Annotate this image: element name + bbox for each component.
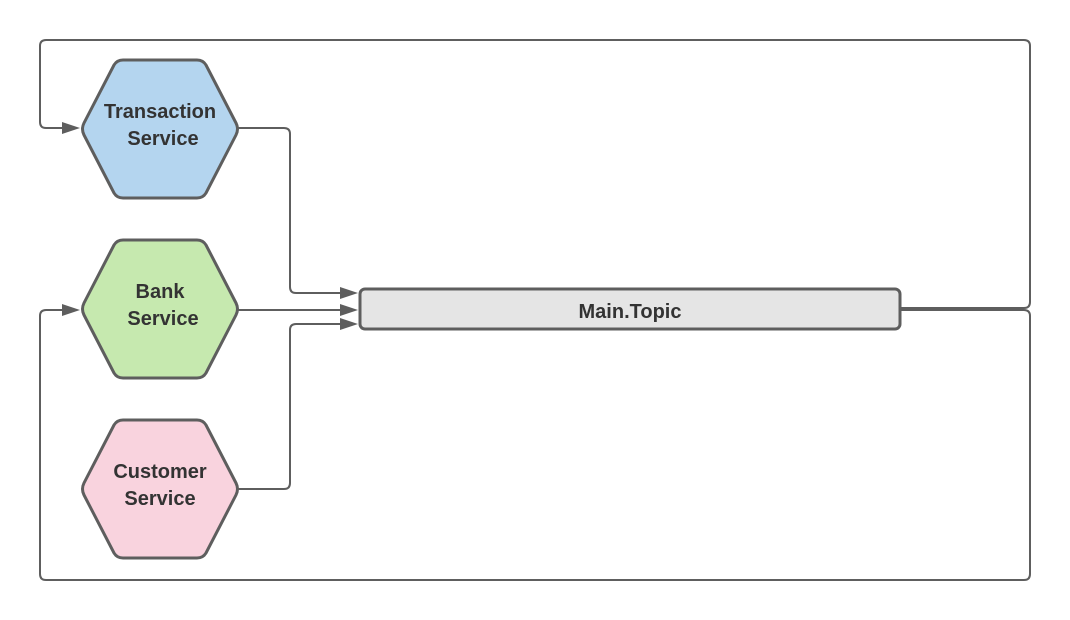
arrowhead-bank xyxy=(62,304,80,316)
customer-service-label-line1: Customer xyxy=(113,461,207,483)
connector-topic-to-transaction xyxy=(39,39,1031,309)
arrowhead-topic-from-transaction xyxy=(340,287,358,299)
arrowhead-transaction xyxy=(62,122,80,134)
main-topic-node[interactable]: Main.Topic xyxy=(358,287,902,331)
transaction-service-label-line1: Transaction xyxy=(104,101,216,123)
connector-customer-to-topic xyxy=(238,323,344,490)
bank-service-label-line1: Bank xyxy=(136,281,186,303)
arrowhead-topic-from-customer xyxy=(340,318,358,330)
transaction-service-hexagon xyxy=(81,58,239,200)
connector-transaction-to-topic xyxy=(238,127,344,294)
main-topic-label: Main.Topic xyxy=(579,301,682,323)
transaction-service-label-line2: Service xyxy=(127,128,198,150)
bank-service-label-line2: Service xyxy=(127,308,198,330)
bank-service-hexagon xyxy=(81,238,239,380)
transaction-service-node[interactable]: Transaction Service xyxy=(81,58,239,200)
customer-service-hexagon xyxy=(81,418,239,560)
main-topic-box xyxy=(358,287,902,331)
bank-service-node[interactable]: Bank Service xyxy=(81,238,239,380)
connector-topic-to-bank xyxy=(39,309,1031,581)
arrowhead-topic-from-bank xyxy=(340,304,358,316)
customer-service-node[interactable]: Customer Service xyxy=(81,418,239,560)
customer-service-label-line2: Service xyxy=(124,488,195,510)
